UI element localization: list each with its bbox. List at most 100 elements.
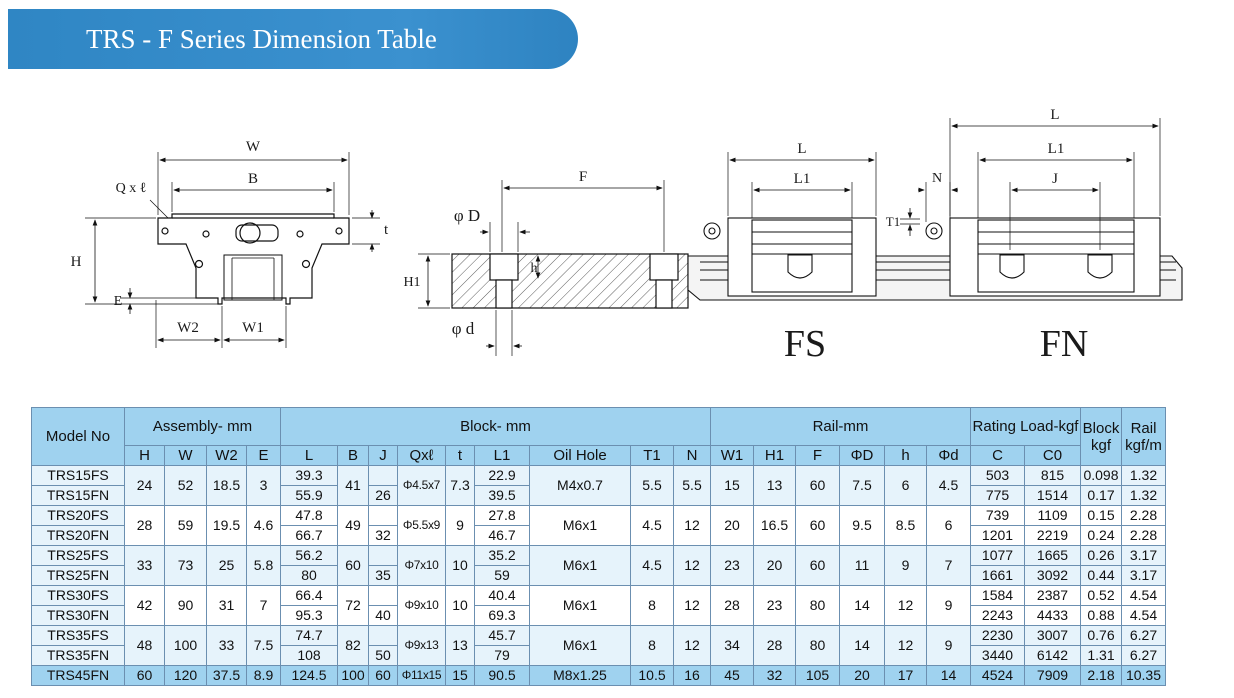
dim-label-phi-d-small: φ d bbox=[452, 319, 475, 338]
label-fn: FN bbox=[1040, 323, 1089, 365]
subheader-cell: t bbox=[445, 445, 475, 466]
table-cell: 28 bbox=[710, 585, 754, 626]
table-cell: 503 bbox=[970, 465, 1025, 486]
table-cell: 5.8 bbox=[246, 545, 281, 586]
table-cell: 4524 bbox=[970, 665, 1025, 686]
table-cell: 4.54 bbox=[1121, 585, 1166, 606]
technical-drawing: W B Q x ℓ t H E W2 W1 φ D F h H1 φ d bbox=[71, 107, 1183, 365]
table-cell: 95.3 bbox=[280, 605, 338, 626]
table-cell: 12 bbox=[673, 625, 711, 666]
table-cell: 20 bbox=[710, 505, 754, 546]
table-cell: 11 bbox=[839, 545, 885, 586]
front-view bbox=[85, 152, 380, 348]
table-cell: 1109 bbox=[1024, 505, 1081, 526]
dim-label-n: N bbox=[932, 171, 942, 186]
table-cell: 8.9 bbox=[246, 665, 281, 686]
table-cell: 79 bbox=[474, 645, 530, 666]
subheader-cell: N bbox=[673, 445, 711, 466]
table-cell: 5.5 bbox=[630, 465, 674, 506]
table-cell: 41 bbox=[337, 465, 369, 506]
table-cell: 32 bbox=[753, 665, 796, 686]
table-cell: 23 bbox=[753, 585, 796, 626]
table-cell: Φ9x10 bbox=[397, 585, 446, 626]
label-fs: FS bbox=[784, 323, 826, 365]
table-cell: 0.24 bbox=[1080, 525, 1122, 546]
model-cell: TRS25FS bbox=[31, 545, 125, 566]
table-cell: 56.2 bbox=[280, 545, 338, 566]
table-cell: 4.6 bbox=[246, 505, 281, 546]
table-cell: 2219 bbox=[1024, 525, 1081, 546]
table-cell: 16.5 bbox=[753, 505, 796, 546]
table-cell: M6x1 bbox=[529, 585, 631, 626]
table-cell: M6x1 bbox=[529, 505, 631, 546]
table-cell: 47.8 bbox=[280, 505, 338, 526]
table-cell: 14 bbox=[839, 625, 885, 666]
table-cell: 50 bbox=[368, 645, 398, 666]
diagonal-cell bbox=[368, 465, 398, 486]
table-cell: 55.9 bbox=[280, 485, 338, 506]
table-cell: 10.35 bbox=[1121, 665, 1166, 686]
table-cell: 27.8 bbox=[474, 505, 530, 526]
table-cell: 26 bbox=[368, 485, 398, 506]
table-cell: 60 bbox=[124, 665, 165, 686]
table-cell: 775 bbox=[970, 485, 1025, 506]
table-cell: 73 bbox=[164, 545, 207, 586]
header-block: Block- mm bbox=[280, 407, 711, 446]
table-cell: 20 bbox=[839, 665, 885, 686]
table-cell: 40.4 bbox=[474, 585, 530, 606]
page-title: TRS - F Series Dimension Table bbox=[86, 24, 437, 54]
model-cell: TRS35FN bbox=[31, 645, 125, 666]
table-cell: 52 bbox=[164, 465, 207, 506]
diagonal-cell bbox=[368, 585, 398, 606]
table-cell: 7.5 bbox=[246, 625, 281, 666]
subheader-cell: W2 bbox=[206, 445, 247, 466]
table-cell: 10 bbox=[445, 585, 475, 626]
table-cell: 80 bbox=[280, 565, 338, 586]
table-cell: 66.7 bbox=[280, 525, 338, 546]
table-cell: 0.17 bbox=[1080, 485, 1122, 506]
table-cell: 1077 bbox=[970, 545, 1025, 566]
subheader-cell: J bbox=[368, 445, 398, 466]
subheader-cell: H bbox=[124, 445, 165, 466]
table-cell: 60 bbox=[795, 545, 840, 586]
table-cell: 2387 bbox=[1024, 585, 1081, 606]
dim-label-l1-fs: L1 bbox=[794, 171, 811, 187]
table-cell: 6.27 bbox=[1121, 625, 1166, 646]
model-cell: TRS25FN bbox=[31, 565, 125, 586]
header-block-weight: Block kgf bbox=[1080, 407, 1122, 466]
table-cell: 60 bbox=[337, 545, 369, 586]
table-cell: 3 bbox=[246, 465, 281, 506]
table-cell: 42 bbox=[124, 585, 165, 626]
table-cell: 2.28 bbox=[1121, 505, 1166, 526]
subheader-cell: W1 bbox=[710, 445, 754, 466]
model-cell: TRS30FN bbox=[31, 605, 125, 626]
table-cell: 6 bbox=[884, 465, 927, 506]
table-cell: 14 bbox=[926, 665, 971, 686]
subheader-cell: E bbox=[246, 445, 281, 466]
table-cell: 3092 bbox=[1024, 565, 1081, 586]
table-cell: 0.88 bbox=[1080, 605, 1122, 626]
table-cell: 12 bbox=[884, 585, 927, 626]
table-cell: 815 bbox=[1024, 465, 1081, 486]
table-cell: 3.17 bbox=[1121, 545, 1166, 566]
table-cell: 6.27 bbox=[1121, 645, 1166, 666]
table-cell: 15 bbox=[445, 665, 475, 686]
table-cell: 13 bbox=[445, 625, 475, 666]
table-cell: 12 bbox=[673, 585, 711, 626]
table-cell: 9.5 bbox=[839, 505, 885, 546]
table-cell: 60 bbox=[795, 465, 840, 506]
table-cell: 33 bbox=[124, 545, 165, 586]
table-cell: 12 bbox=[884, 625, 927, 666]
table-cell: Φ7x10 bbox=[397, 545, 446, 586]
table-cell: 1.31 bbox=[1080, 645, 1122, 666]
table-cell: 4.5 bbox=[630, 505, 674, 546]
table-cell: 4.5 bbox=[926, 465, 971, 506]
table-cell: 8 bbox=[630, 585, 674, 626]
table-cell: 49 bbox=[337, 505, 369, 546]
table-cell: 23 bbox=[710, 545, 754, 586]
subheader-cell: B bbox=[337, 445, 369, 466]
